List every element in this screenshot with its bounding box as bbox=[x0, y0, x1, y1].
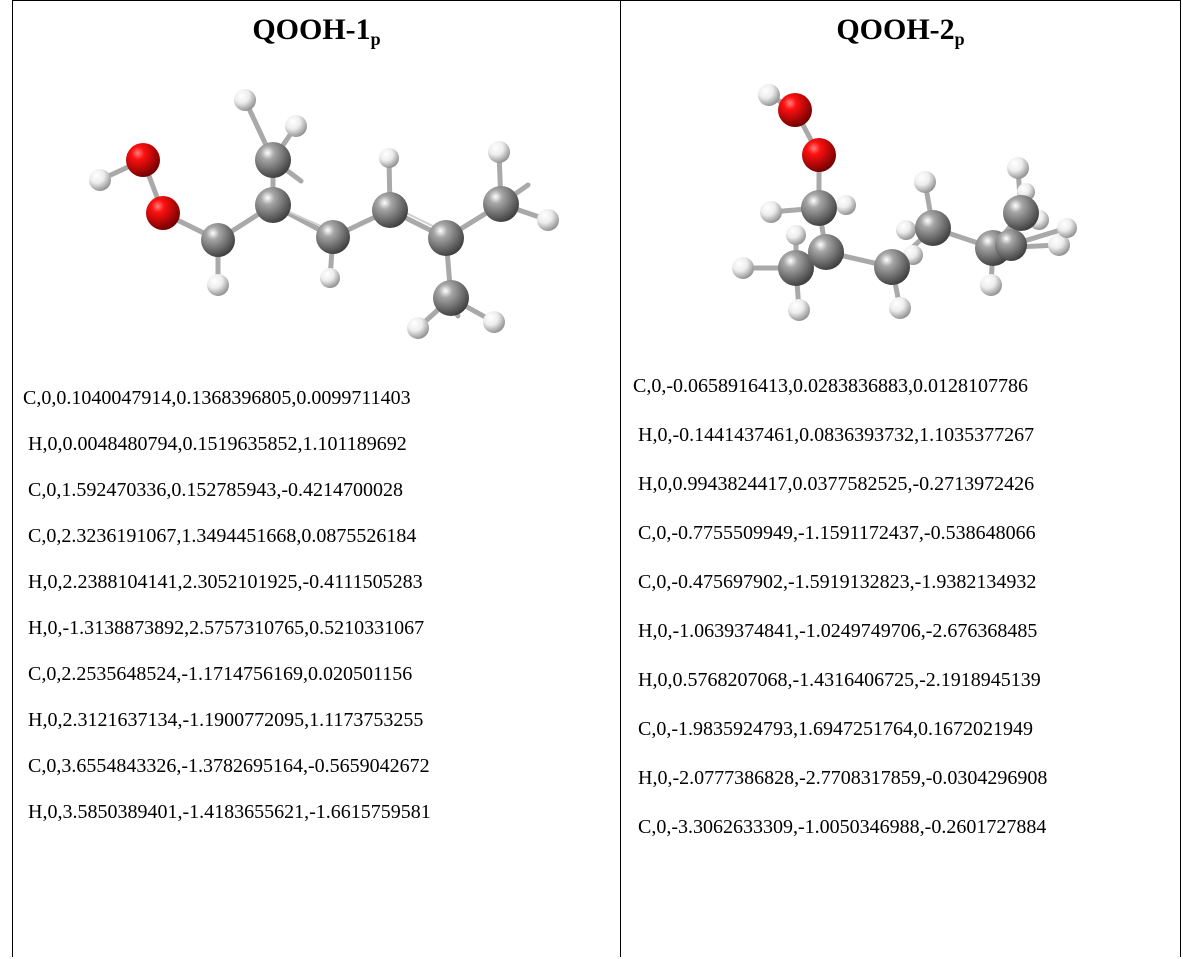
coordinate-row: H,0,2.3121637134,-1.1900772095,1.1173753… bbox=[28, 709, 424, 731]
table-frame bbox=[12, 0, 1181, 957]
coordinate-row: H,0,-2.0777386828,-2.7708317859,-0.03042… bbox=[638, 767, 1048, 789]
coordinate-row: H,0,-1.0639374841,-1.0249749706,-2.67636… bbox=[638, 620, 1038, 642]
coordinate-row: H,0,2.2388104141,2.3052101925,-0.4111505… bbox=[28, 571, 423, 593]
panel-title: QOOH-1p bbox=[13, 10, 620, 50]
title-subscript: p bbox=[370, 29, 381, 49]
coordinate-list: C,0,-0.0658916413,0.0283836883,0.0128107… bbox=[633, 371, 1047, 842]
coordinate-row: H,0,-1.3138873892,2.5757310765,0.5210331… bbox=[28, 617, 425, 639]
coordinate-row: C,0,2.2535648524,-1.1714756169,0.0205011… bbox=[28, 663, 413, 685]
coordinate-row: C,0,2.3236191067,1.3494451668,0.08755261… bbox=[28, 525, 417, 547]
coordinate-row: C,0,0.1040047914,0.1368396805,0.00997114… bbox=[23, 387, 411, 409]
coordinate-row: H,0,0.5768207068,-1.4316406725,-2.191894… bbox=[638, 669, 1041, 691]
coordinate-row: H,0,3.5850389401,-1.4183655621,-1.661575… bbox=[28, 801, 431, 823]
title-main: QOOH-1 bbox=[252, 13, 371, 46]
title-subscript: p bbox=[954, 29, 965, 49]
panel-title: QOOH-2p bbox=[621, 10, 1180, 50]
coordinate-row: H,0,-0.1441437461,0.0836393732,1.1035377… bbox=[638, 424, 1035, 446]
coordinate-row: H,0,0.9943824417,0.0377582525,-0.2713972… bbox=[638, 473, 1035, 495]
panel-qooh-2p: QOOH-2p bbox=[621, 0, 1180, 957]
coordinate-row: C,0,3.6554843326,-1.3782695164,-0.565904… bbox=[28, 755, 430, 777]
panel-qooh-1p: QOOH-1p bbox=[13, 0, 620, 957]
molecule-ball-and-stick-icon bbox=[89, 89, 559, 339]
coordinate-row: C,0,-0.0658916413,0.0283836883,0.0128107… bbox=[633, 375, 1028, 397]
molecule-ball-and-stick-icon bbox=[732, 84, 1077, 321]
coordinate-list: C,0,0.1040047914,0.1368396805,0.00997114… bbox=[23, 383, 431, 827]
title-main: QOOH-2 bbox=[836, 13, 955, 46]
coordinate-row: C,0,-1.9835924793,1.6947251764,0.1672021… bbox=[638, 718, 1033, 740]
coordinate-row: C,0,-0.7755509949,-1.1591172437,-0.53864… bbox=[638, 522, 1036, 544]
column-divider bbox=[620, 0, 621, 957]
coordinate-row: C,0,-3.3062633309,-1.0050346988,-0.26017… bbox=[638, 816, 1047, 838]
coordinate-row: C,0,1.592470336,0.152785943,-0.421470002… bbox=[28, 479, 403, 501]
coordinate-row: H,0,0.0048480794,0.1519635852,1.10118969… bbox=[28, 433, 407, 455]
coordinate-row: C,0,-0.475697902,-1.5919132823,-1.938213… bbox=[638, 571, 1037, 593]
